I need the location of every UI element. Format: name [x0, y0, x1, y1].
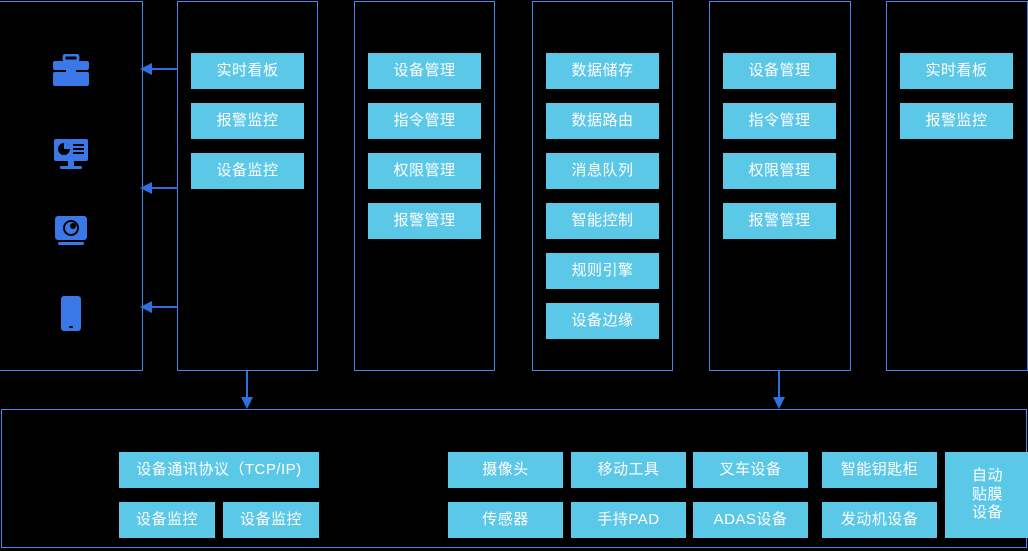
chip-left-row-1[interactable]: 设备监控: [223, 502, 319, 538]
chip-monitoring-1[interactable]: 报警监控: [191, 103, 304, 139]
chip-management2-1[interactable]: 指令管理: [723, 103, 836, 139]
chip-management-1[interactable]: 指令管理: [368, 103, 481, 139]
chip-management-3[interactable]: 报警管理: [368, 203, 481, 239]
chip-management-0[interactable]: 设备管理: [368, 53, 481, 89]
monitor-dashboard-icon: [52, 138, 90, 172]
chip-platform-3[interactable]: 智能控制: [546, 203, 659, 239]
chip-management2-3[interactable]: 报警管理: [723, 203, 836, 239]
chip-left-row-0[interactable]: 设备监控: [119, 502, 215, 538]
chip-platform-0[interactable]: 数据储存: [546, 53, 659, 89]
chip-monitoring-0[interactable]: 实时看板: [191, 53, 304, 89]
chip-platform-5[interactable]: 设备边缘: [546, 303, 659, 339]
chip-platform-4[interactable]: 规则引擎: [546, 253, 659, 289]
chip-right-bottom-0[interactable]: 传感器: [448, 502, 563, 538]
mobile-phone-icon: [61, 296, 81, 331]
camera-icon: [52, 215, 90, 249]
arrow-left-3: [140, 300, 178, 314]
chip-protocol-tcpip[interactable]: 设备通讯协议（TCP/IP): [119, 452, 319, 488]
chip-right-top-3[interactable]: 智能钥匙柜: [822, 452, 937, 488]
chip-dashboard-0[interactable]: 实时看板: [900, 53, 1013, 89]
chip-management2-2[interactable]: 权限管理: [723, 153, 836, 189]
chip-right-bottom-2[interactable]: ADAS设备: [693, 502, 808, 538]
chip-right-top-1[interactable]: 移动工具: [571, 452, 686, 488]
arrow-down-2: [772, 371, 786, 409]
chip-platform-2[interactable]: 消息队列: [546, 153, 659, 189]
arrow-left-1: [140, 62, 178, 76]
chip-right-top-0[interactable]: 摄像头: [448, 452, 563, 488]
chip-right-bottom-3[interactable]: 发动机设备: [822, 502, 937, 538]
chip-right-top-2[interactable]: 叉车设备: [693, 452, 808, 488]
chip-management-2[interactable]: 权限管理: [368, 153, 481, 189]
chip-dashboard-1[interactable]: 报警监控: [900, 103, 1013, 139]
chip-right-bottom-1[interactable]: 手持PAD: [571, 502, 686, 538]
chip-management2-0[interactable]: 设备管理: [723, 53, 836, 89]
arrow-down-1: [240, 371, 254, 409]
chip-platform-1[interactable]: 数据路由: [546, 103, 659, 139]
chip-auto-film-device[interactable]: 自动 贴膜 设备: [945, 452, 1028, 538]
briefcase-icon: [52, 54, 90, 88]
chip-monitoring-2[interactable]: 设备监控: [191, 153, 304, 189]
arrow-left-2: [140, 181, 178, 195]
